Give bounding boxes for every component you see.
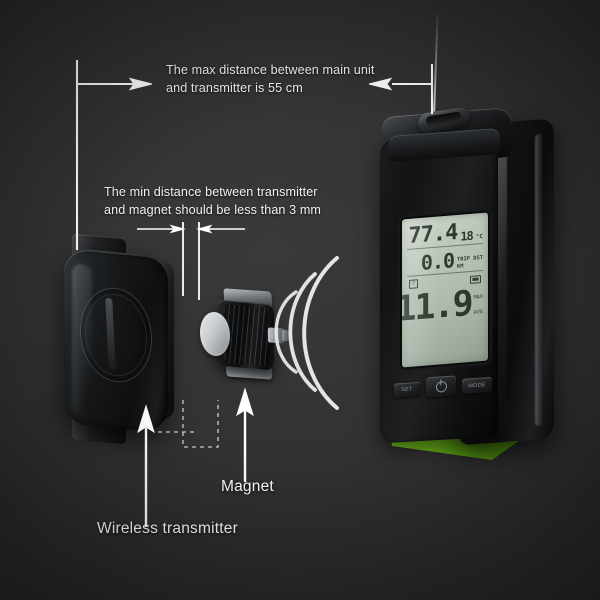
magnet: [196, 288, 292, 384]
main-unit: 77.4 18 °C 0.0 TRIP DST KM ⏱ ■■: [372, 8, 568, 464]
mode-button[interactable]: MODE: [462, 376, 492, 394]
set-button-label: SET: [401, 386, 413, 394]
wireless-transmitter: [58, 233, 188, 445]
annotation-min-distance: The min distance between transmitter and…: [104, 184, 321, 219]
annotation-min-distance-line1: The min distance between transmitter: [104, 185, 318, 199]
annotation-max-distance-line1: The max distance between main unit: [166, 63, 375, 77]
annotation-max-distance-line2: and transmitter is 55 cm: [166, 80, 303, 95]
callout-label-wireless-transmitter: Wireless transmitter: [97, 520, 238, 537]
hang-wire: [433, 8, 439, 112]
dim-max-left-arrow: [128, 77, 153, 91]
dim-min-right-arrow: [196, 224, 213, 234]
annotation-max-distance: The max distance between main unit and t…: [166, 62, 375, 97]
battery-icon: ■■: [469, 274, 481, 284]
magnet-screw-cap: [282, 329, 289, 342]
magnet-ribs: [224, 304, 268, 366]
callout-label-magnet: Magnet: [221, 478, 274, 495]
lcd-label-avg: AVG: [473, 308, 483, 316]
dim-min-left-arrow: [169, 224, 186, 234]
power-icon: [435, 380, 447, 393]
unit-shell-edge: [535, 133, 543, 427]
lcd-row-main: 11.9 MAX AVG: [402, 283, 483, 330]
lcd-trip-value: 0.0: [420, 248, 455, 275]
lcd-display: 77.4 18 °C 0.0 TRIP DST KM ⏱ ■■: [402, 212, 488, 368]
lcd-trip-unit-bottom: KM: [457, 263, 464, 271]
lcd-temp-unit: °C: [475, 232, 483, 241]
dashed-leader-gap: [182, 400, 219, 448]
lcd-main-value: 11.9: [402, 283, 472, 330]
power-button[interactable]: [426, 375, 456, 398]
lcd-trip-unit-top: TRIP DST: [457, 254, 483, 264]
set-button[interactable]: SET: [394, 381, 420, 398]
callout-arrow-magnet: [236, 387, 254, 417]
lcd-label-max: MAX: [473, 293, 483, 301]
lcd-speed-value: 77.4: [408, 220, 458, 249]
lcd-temp-value: 18: [460, 228, 473, 244]
mode-button-label: MODE: [468, 381, 486, 389]
annotation-min-distance-line2: and magnet should be less than 3 mm: [104, 202, 322, 217]
lcd-row-speed: 77.4 18 °C: [407, 216, 483, 249]
